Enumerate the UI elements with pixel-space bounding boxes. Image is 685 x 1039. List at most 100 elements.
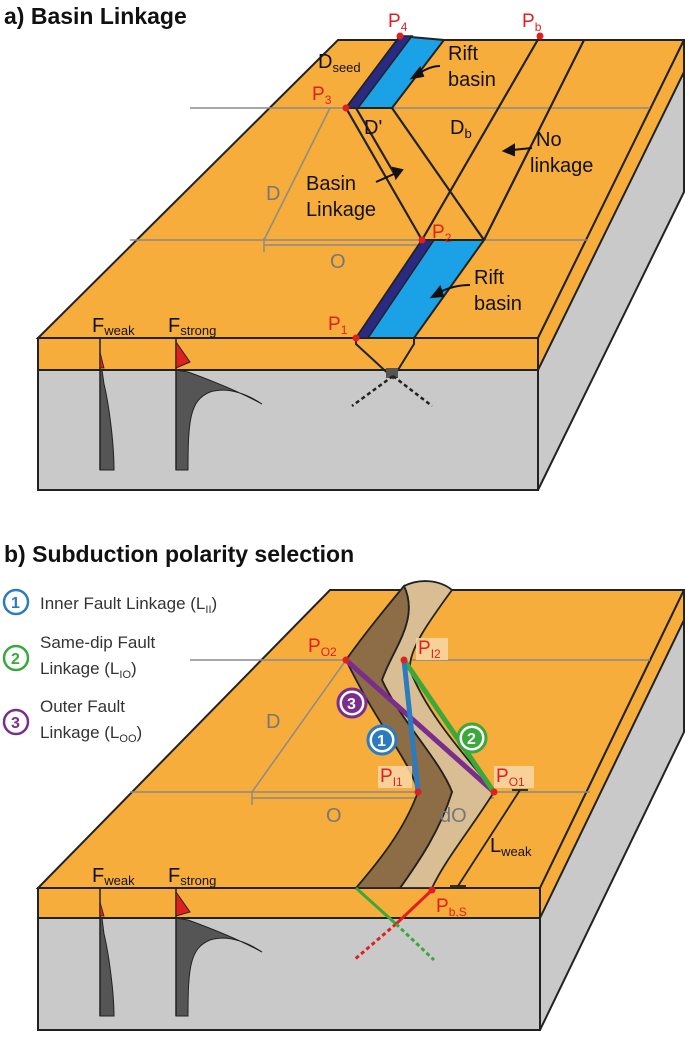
label-dprime: D' [364, 117, 382, 139]
panel-b: 3 2 1 [2, 541, 685, 1031]
fault-line-long-1 [391, 107, 485, 241]
legend-item-1: 1 Inner Fault Linkage (LII) [2, 588, 217, 616]
block-b-side-strip [539, 589, 685, 919]
point-p4 [396, 32, 404, 40]
highlight-po1 [494, 766, 534, 788]
label-pbs: Pb,S [436, 896, 467, 919]
svg-text:1: 1 [11, 595, 20, 612]
fault-line-right-1 [421, 35, 541, 241]
label-do: dO [440, 805, 467, 827]
svg-text:2: 2 [467, 731, 476, 748]
legend-item-2: 2 Same-dip Fault Linkage (LIO) [2, 633, 156, 681]
label-p2: P2 [432, 222, 452, 245]
fault-line-right-2 [483, 39, 585, 241]
rift-basin-top-navy [344, 35, 414, 109]
svg-text:Linkage (LIO): Linkage (LIO) [40, 659, 137, 681]
point-pbs [428, 886, 436, 894]
label-po1: PO1 [496, 766, 525, 789]
legend-item-3: 3 Outer Fault Linkage (LOO) [2, 697, 142, 745]
svg-text:Linkage (LOO): Linkage (LOO) [40, 723, 142, 745]
label-pb: Pb [522, 11, 542, 34]
label-d-a: D [266, 183, 280, 205]
fstrong-profile-a [175, 369, 263, 471]
linkage-line-2 [355, 107, 396, 176]
fstrong-red-b [175, 890, 191, 917]
svg-text:Same-dip Fault: Same-dip Fault [40, 633, 156, 652]
arrow-rift-bottom [429, 284, 471, 299]
fweak-profile-b [99, 917, 115, 1017]
dotted-fault-red [353, 922, 397, 962]
label-po2: PO2 [308, 636, 337, 659]
dotted-fault-green [394, 922, 436, 962]
linkage-line-3-outer [344, 658, 496, 794]
linkage-line-1 [345, 107, 423, 241]
block-a-front-face [37, 369, 539, 491]
highlight-pi1 [378, 766, 412, 788]
highlight-pi2 [416, 638, 448, 660]
point-p1 [352, 334, 360, 342]
point-p2 [418, 236, 426, 244]
arrow-rift-top [409, 65, 441, 80]
label-pi2: PI2 [418, 638, 441, 661]
svg-text:3: 3 [347, 696, 356, 713]
dotted-fault-a2 [392, 375, 433, 407]
label-dseed: Dseed [318, 51, 361, 75]
label-lweak: Lweak [490, 835, 532, 859]
d-measure-line-b [251, 659, 347, 793]
fweak-red-a [99, 351, 105, 369]
fstrong-red-a [175, 340, 191, 369]
label-fstrong-b: Fstrong [168, 865, 216, 888]
fweak-red-b [99, 901, 105, 917]
point-pi1 [414, 788, 422, 796]
svg-text:1: 1 [377, 733, 386, 750]
label-d-b: D [266, 711, 280, 733]
label-p4: P4 [388, 11, 408, 34]
label-fstrong-a: Fstrong [168, 315, 216, 338]
svg-text:3: 3 [11, 715, 20, 732]
block-b-front-face [37, 917, 541, 1031]
label-o-b: O [326, 805, 342, 827]
fstrong-profile-b [175, 917, 263, 1017]
panel-a: a) Basin Linkage P4 Pb P3 P2 P1 Dseed D'… [4, 3, 685, 491]
point-pb [536, 32, 544, 40]
dotted-fault-a1 [351, 374, 394, 408]
d-measure-line-a [263, 107, 331, 241]
point-p3 [342, 104, 350, 112]
front-fault-red [394, 888, 434, 926]
front-fault-green [354, 886, 398, 926]
linkage-line-2-same-dip [401, 658, 497, 794]
svg-text:Inner Fault Linkage (LII): Inner Fault Linkage (LII) [40, 594, 217, 616]
block-a-front-strip [37, 337, 539, 371]
subduction-basin-brown [344, 584, 453, 889]
lweak-measure-line [457, 789, 521, 887]
svg-text:2: 2 [11, 651, 20, 668]
arrow-no-linkage [501, 143, 533, 157]
basin-v-knot [386, 368, 398, 378]
panel-b-title: b) Subduction polarity selection [4, 541, 354, 567]
point-po2 [342, 656, 350, 664]
label-db: Db [450, 117, 472, 141]
panel-a-title: a) Basin Linkage [4, 3, 187, 29]
marker-3-on-line: 3 [336, 687, 368, 719]
point-pi2 [400, 656, 408, 664]
label-fweak-a: Fweak [92, 315, 135, 338]
label-p3: P3 [312, 84, 332, 107]
marker-1-on-line: 1 [366, 724, 398, 756]
fweak-profile-a [99, 369, 115, 471]
label-p1: P1 [328, 314, 348, 337]
svg-text:Outer Fault: Outer Fault [40, 697, 125, 716]
marker-2-on-line: 2 [456, 722, 488, 754]
rift-basin-bottom-navy [354, 239, 436, 339]
label-pi1: PI1 [380, 766, 403, 789]
label-o-a: O [330, 251, 346, 273]
linkage-line-1-inner [401, 659, 421, 793]
point-po1 [490, 788, 498, 796]
block-a-side-strip [537, 39, 685, 371]
label-fweak-b: Fweak [92, 865, 135, 888]
arrow-basin-linkage [375, 166, 404, 183]
